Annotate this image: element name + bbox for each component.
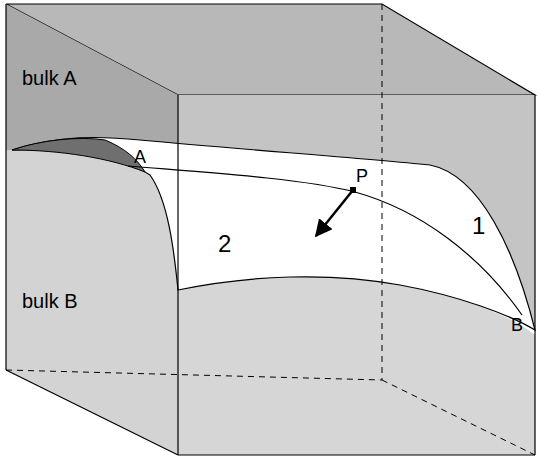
region-number: 1 [472, 214, 485, 238]
interface-sheet [12, 137, 535, 330]
region-label: bulk A [22, 68, 76, 88]
surface-curve [128, 166, 522, 315]
region-number: 2 [218, 232, 231, 256]
point-label: A [134, 148, 146, 166]
cube-edges [6, 4, 535, 455]
normal-arrow [316, 190, 353, 236]
left-face-bulk-b [6, 149, 178, 455]
region-label: bulk B [22, 291, 78, 311]
point-label: B [511, 316, 523, 334]
point-label: P [356, 167, 368, 185]
hidden-edges [6, 4, 535, 455]
sheet-edge-cap [12, 138, 145, 172]
